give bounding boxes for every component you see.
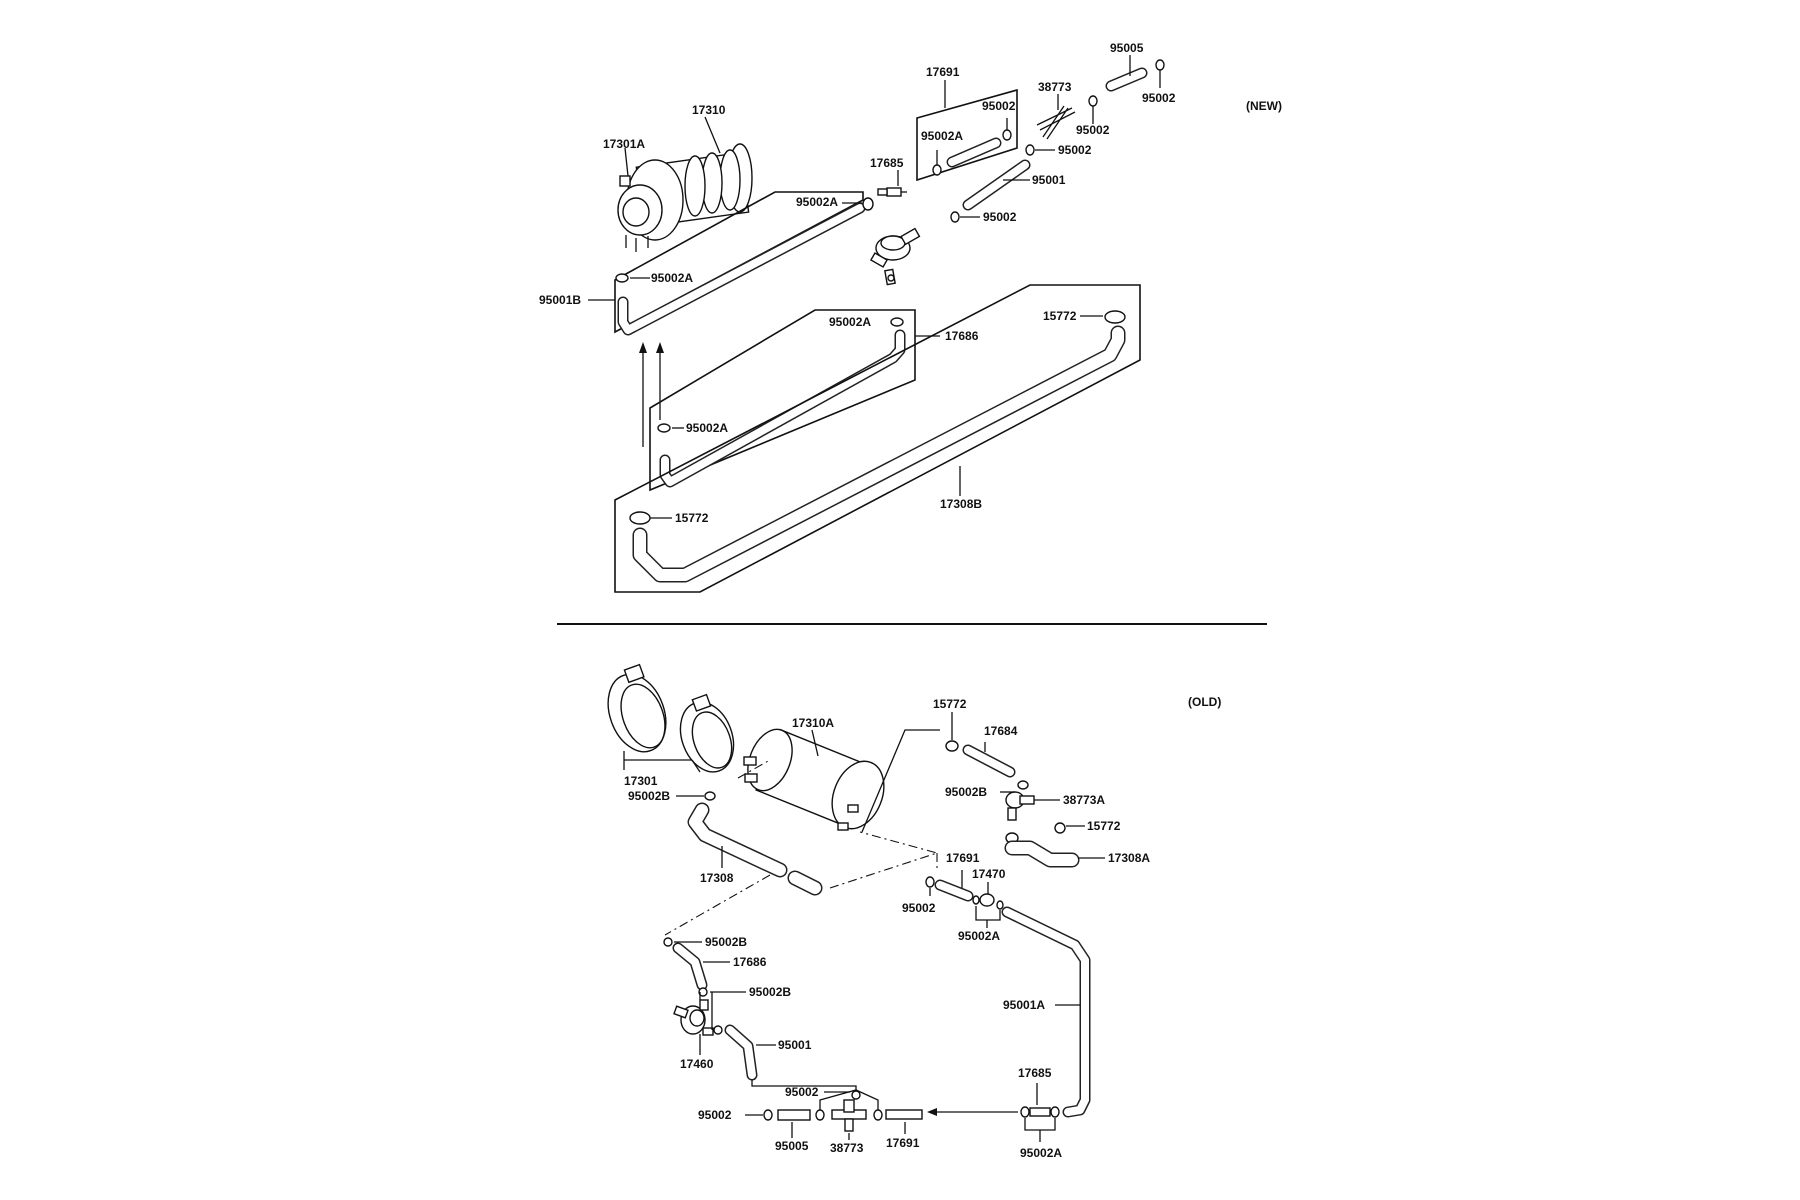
old-section: (OLD) 17301 17310A 95002B — [607, 663, 1221, 1160]
check-valve-assembly — [869, 227, 921, 286]
callout-95002B-c: 95002B — [705, 935, 747, 949]
callout-38773: 38773 — [1038, 80, 1072, 94]
elbow-38773A — [1005, 780, 1035, 821]
arrow-left-icon — [927, 1108, 1018, 1116]
tee-38773 — [1036, 105, 1076, 140]
callout-17460: 17460 — [680, 1057, 714, 1071]
callout-95002A-c: 95002A — [651, 271, 693, 285]
callout-17310A: 17310A — [792, 716, 834, 730]
callout-17691-b: 17691 — [886, 1136, 920, 1150]
callout-17685: 17685 — [1018, 1066, 1052, 1080]
callout-95005: 95005 — [1110, 41, 1144, 55]
box-17686 — [649, 309, 916, 492]
callout-95002B-a: 95002B — [628, 789, 670, 803]
callout-17686: 17686 — [945, 329, 979, 343]
callout-95002A-a: 95002A — [958, 929, 1000, 943]
box-17308B — [614, 284, 1141, 593]
callout-17685: 17685 — [870, 156, 904, 170]
callout-95005: 95005 — [775, 1139, 809, 1153]
callout-95002B-d: 95002B — [749, 985, 791, 999]
canister-17310 — [617, 143, 753, 252]
callout-38773: 38773 — [830, 1141, 864, 1155]
callout-95001: 95001 — [1032, 173, 1066, 187]
callout-17310: 17310 — [692, 103, 726, 117]
arrow-up-icon — [639, 342, 664, 447]
callout-17691-a: 17691 — [946, 851, 980, 865]
callout-17684: 17684 — [984, 724, 1018, 738]
hose-17691-old — [885, 1109, 923, 1120]
callout-38773A: 38773A — [1063, 793, 1105, 807]
box-95001B — [614, 191, 864, 334]
callout-17308B: 17308B — [940, 497, 982, 511]
callout-95002-a: 95002 — [902, 901, 936, 915]
callout-17308: 17308 — [700, 871, 734, 885]
hose-95005 — [777, 1109, 811, 1121]
callout-17686: 17686 — [733, 955, 767, 969]
callout-95002-b: 95002 — [785, 1085, 819, 1099]
callout-17301: 17301 — [624, 774, 658, 788]
callout-95002-e: 95002 — [983, 210, 1017, 224]
box-17691 — [916, 88, 1018, 182]
valve-17685-old — [1020, 1106, 1060, 1118]
callout-95002-c: 95002 — [1058, 143, 1092, 157]
valve-17685 — [877, 187, 907, 197]
callout-95002A-b: 95002A — [1020, 1146, 1062, 1160]
callout-17691: 17691 — [926, 65, 960, 79]
callout-17301A: 17301A — [603, 137, 645, 151]
callout-15772-b: 15772 — [1087, 819, 1121, 833]
old-section-label: (OLD) — [1188, 695, 1221, 709]
callout-15772-a: 15772 — [933, 697, 967, 711]
callout-95002A-a: 95002A — [921, 129, 963, 143]
new-section-label: (NEW) — [1246, 99, 1282, 113]
callout-15772-b: 15772 — [675, 511, 709, 525]
callout-95002-b: 95002 — [1076, 123, 1110, 137]
callout-17308A: 17308A — [1108, 851, 1150, 865]
callout-95002A-d: 95002A — [829, 315, 871, 329]
callout-95002A-b: 95002A — [796, 195, 838, 209]
callout-95002B-b: 95002B — [945, 785, 987, 799]
callout-95002-d: 95002 — [982, 99, 1016, 113]
band-clamps-17301 — [607, 663, 735, 773]
new-section: (NEW) 17310 17301A 95002A 95002A — [539, 41, 1282, 593]
valve-17460 — [673, 999, 714, 1036]
callout-95001A: 95001A — [1003, 998, 1045, 1012]
callout-15772-a: 15772 — [1043, 309, 1077, 323]
tee-38773-old — [831, 1099, 867, 1132]
canister-17310A — [743, 728, 885, 831]
callout-95002-c: 95002 — [698, 1108, 732, 1122]
callout-17470: 17470 — [972, 867, 1006, 881]
callout-95001B: 95001B — [539, 293, 581, 307]
callout-95001: 95001 — [778, 1038, 812, 1052]
callout-95002A-e: 95002A — [686, 421, 728, 435]
callout-95002-a: 95002 — [1142, 91, 1176, 105]
